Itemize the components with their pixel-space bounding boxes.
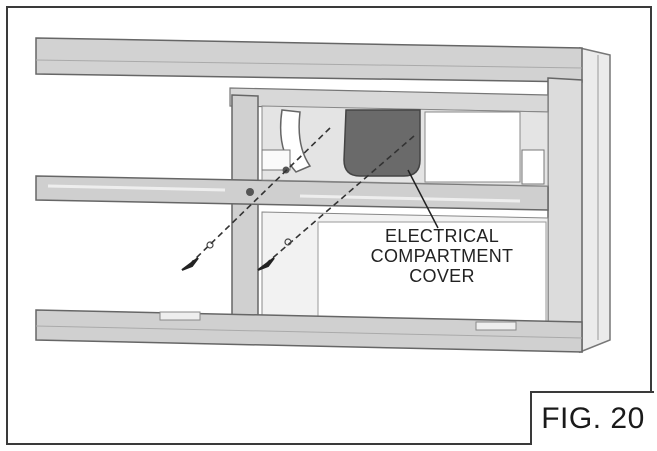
callout-line-3: COVER: [409, 266, 475, 286]
top-frame-bar: [35, 37, 583, 83]
callout-line-1: ELECTRICAL: [384, 226, 500, 246]
removal-path-right: [267, 135, 415, 263]
figure-label: FIG. 20: [541, 402, 645, 435]
callout-leader-line: [407, 169, 439, 229]
removal-path-left: [191, 127, 331, 263]
bottom-clip-right: [475, 321, 517, 331]
callout-line-2: COMPARTMENT: [370, 246, 514, 266]
screw-path-marker-right: [284, 238, 292, 246]
arrow-head-right: [257, 257, 275, 271]
figure-label-box: FIG. 20: [530, 391, 654, 445]
center-post: [231, 94, 259, 319]
pipe-bracket: [261, 149, 291, 171]
screw-left: [246, 188, 254, 196]
arrow-head-left: [181, 257, 199, 271]
right-upper-panel: [424, 111, 521, 183]
right-frame-post: [547, 77, 583, 353]
small-bracket: [521, 149, 545, 185]
side-depth-panel: [579, 47, 611, 354]
bottom-clip-left: [159, 311, 201, 321]
screw-path-marker-left: [206, 241, 214, 249]
callout-label: ELECTRICAL COMPARTMENT COVER: [352, 226, 532, 286]
electrical-compartment-cover: [343, 109, 421, 177]
lower-panel: [317, 221, 547, 323]
